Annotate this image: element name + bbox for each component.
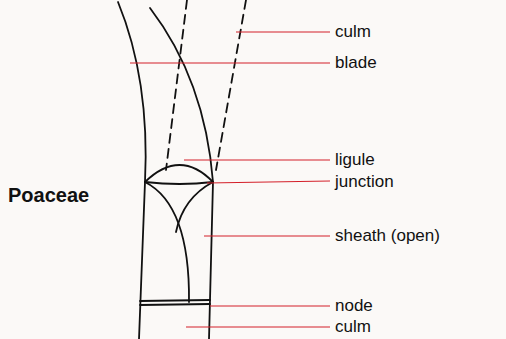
leader-line: [236, 31, 330, 32]
ligule: [145, 165, 213, 182]
leader-line: [204, 235, 330, 236]
blade-edge: [118, 2, 146, 182]
blade-edge: [150, 8, 213, 182]
sheath-edge: [139, 182, 145, 339]
leader-line: [210, 305, 330, 306]
sheath-margin: [176, 182, 213, 232]
family-name: Poaceae: [8, 183, 89, 207]
node-line: [140, 304, 210, 305]
part-label: culm: [335, 22, 371, 42]
part-label: sheath (open): [335, 226, 440, 246]
part-label: node: [335, 296, 373, 316]
culm-hidden-edge: [166, 0, 187, 170]
part-label: blade: [335, 53, 377, 73]
leader-line: [130, 62, 330, 63]
sheath-margin: [145, 182, 189, 302]
part-label: junction: [335, 172, 394, 192]
culm-hidden-edge: [216, 0, 246, 170]
part-label: ligule: [335, 150, 375, 170]
leader-line: [207, 181, 330, 183]
junction: [145, 182, 213, 184]
node-line: [140, 300, 210, 301]
part-label: culm: [335, 317, 371, 337]
leader-line: [184, 159, 330, 160]
leader-line: [186, 326, 330, 327]
sheath-edge: [209, 182, 213, 339]
